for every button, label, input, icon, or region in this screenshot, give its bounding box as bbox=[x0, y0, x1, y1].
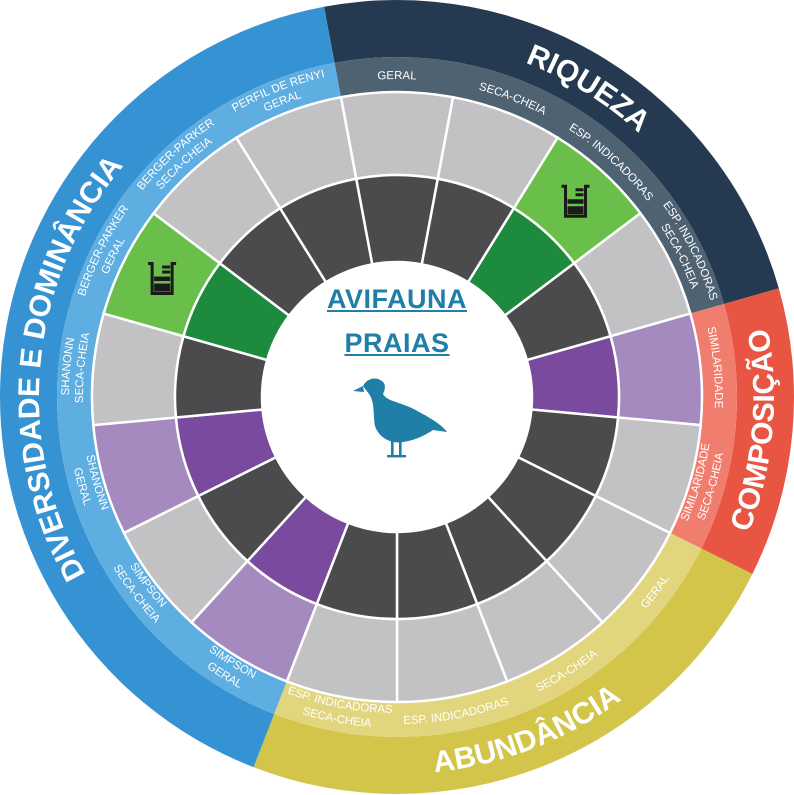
category-arc-riqueza bbox=[324, 0, 779, 304]
category-arc-composicao bbox=[701, 288, 794, 574]
center-disc bbox=[262, 262, 532, 532]
label-band-composicao bbox=[670, 303, 737, 549]
icon-layer bbox=[148, 184, 590, 296]
inner-segment-ring bbox=[173, 173, 621, 621]
beaker-icon bbox=[561, 184, 590, 218]
segment-outer-0[interactable] bbox=[339, 90, 455, 181]
seagull-icon bbox=[353, 378, 447, 458]
center-title-line1: AVIFAUNA bbox=[326, 284, 467, 314]
center-title-line2: PRAIAS bbox=[344, 328, 450, 358]
label-band-diversidade bbox=[57, 62, 341, 715]
beaker-icon bbox=[148, 262, 177, 296]
label-band-abundancia bbox=[274, 532, 702, 737]
label-band-ring bbox=[57, 57, 737, 737]
segment-label-0: GERAL bbox=[377, 70, 418, 83]
category-arc-abundancia bbox=[253, 548, 753, 795]
category-arc-diversidade bbox=[0, 6, 335, 768]
label-band-riqueza bbox=[334, 57, 725, 314]
